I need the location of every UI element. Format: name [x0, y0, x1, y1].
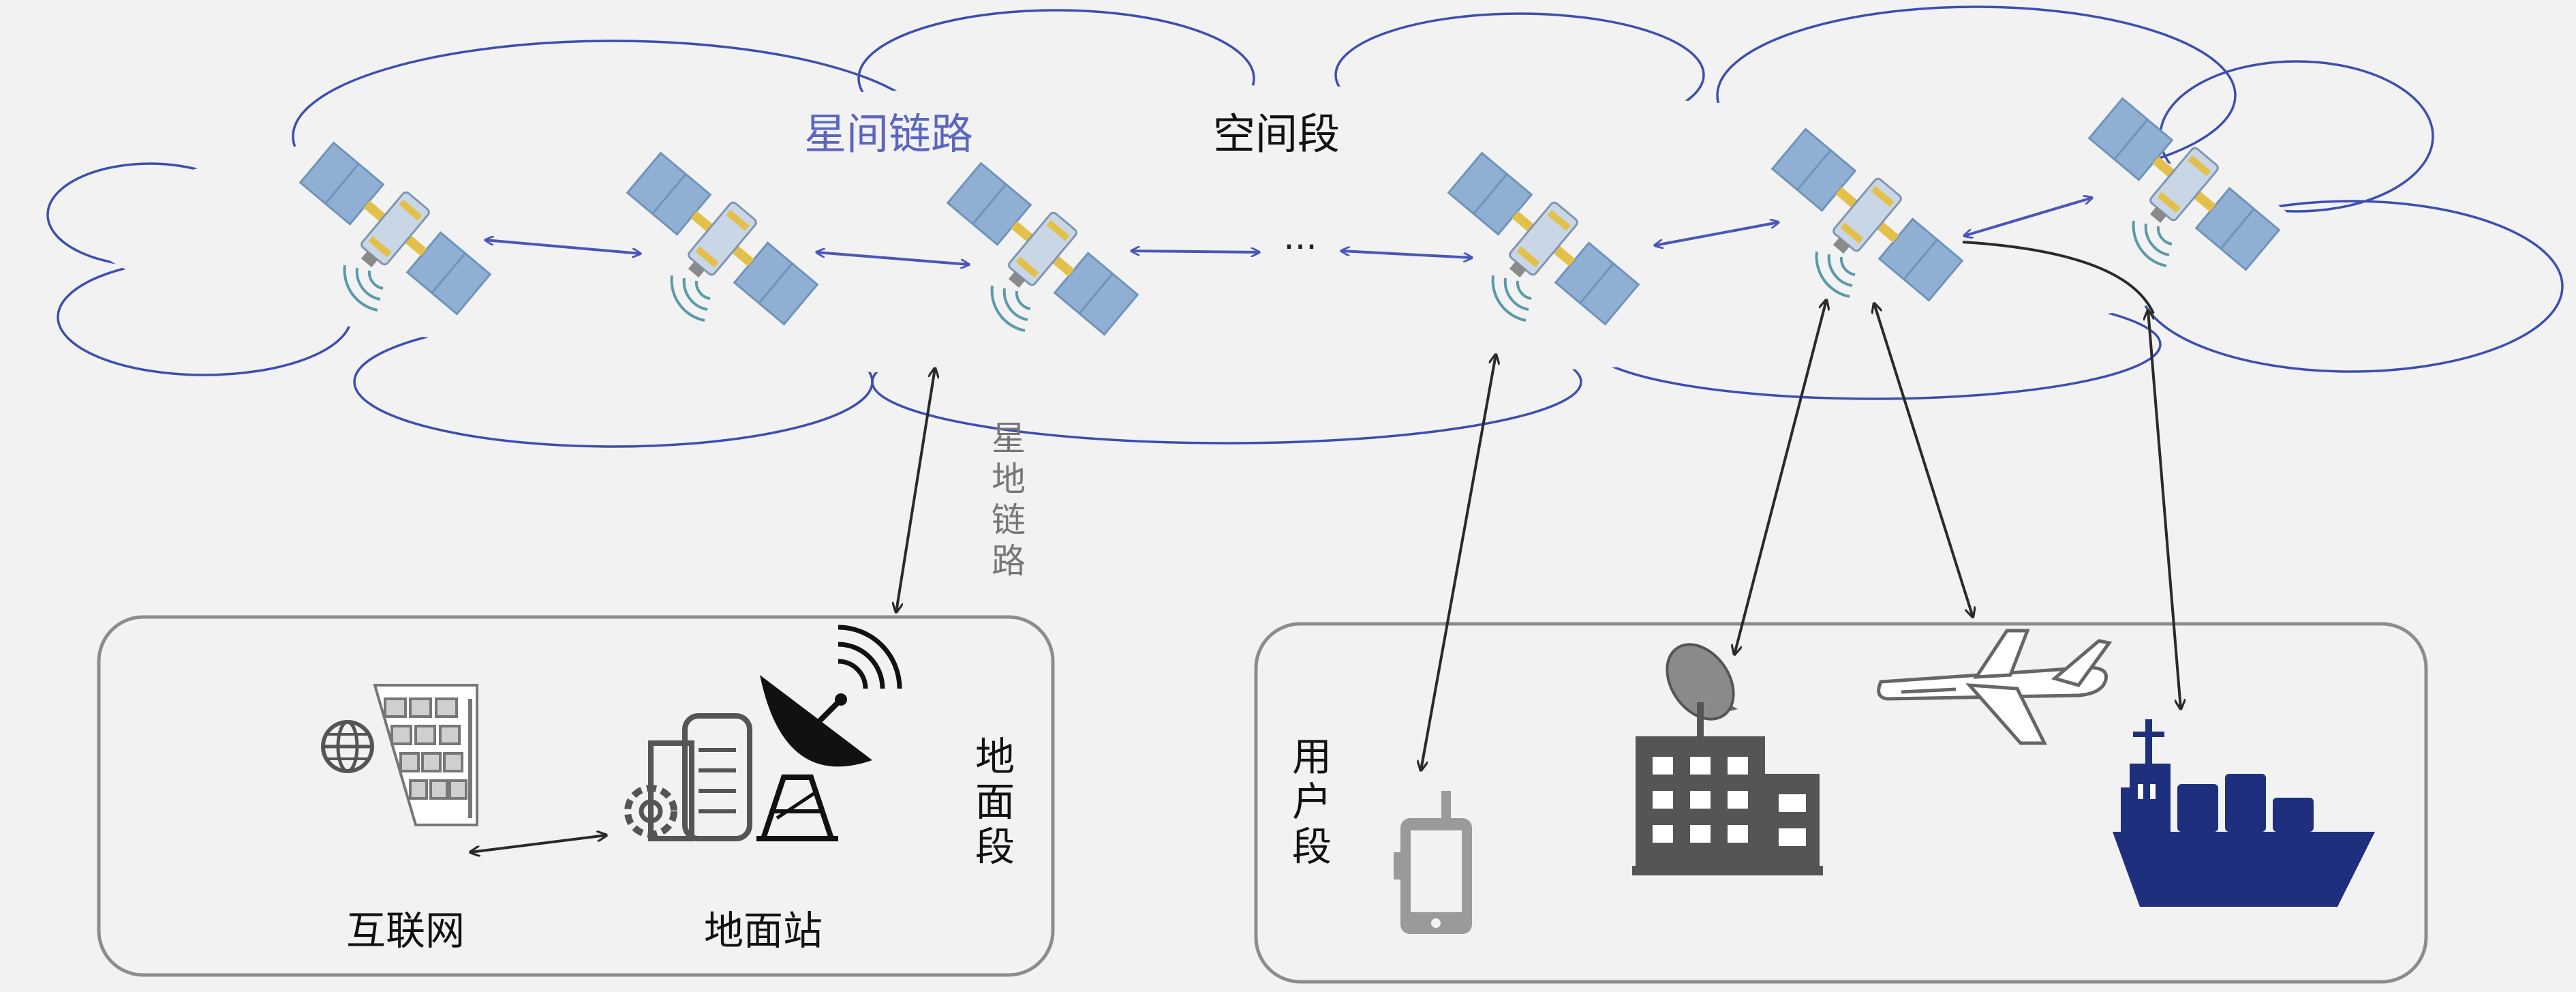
ground-segment-char: 地: [975, 734, 1015, 780]
ground-station-label: 地面站: [704, 907, 823, 954]
satellite-ground-link-label: 星 地 链 路: [992, 419, 1026, 581]
satellite-user-links: [1421, 241, 2181, 770]
ellipsis-label: ···: [1283, 227, 1317, 268]
sat-ground-char: 地: [992, 460, 1026, 499]
cargo-ship-icon: [2113, 719, 2375, 907]
building-dish-icon: [1632, 643, 1823, 875]
dish-antenna-icon: [624, 625, 902, 841]
user-segment-label: 用 户 段: [1292, 734, 1332, 870]
ground-segment-panel: [97, 615, 1055, 977]
user-segment-char: 用: [1292, 734, 1332, 780]
ground-segment-label: 地 面 段: [975, 734, 1015, 870]
airplane-icon: [1877, 629, 2113, 745]
ground-segment-char: 面: [975, 779, 1015, 825]
space-segment-label: 空间段: [1213, 109, 1340, 159]
ground-segment-char: 段: [975, 824, 1015, 870]
user-segment-panel: [1254, 622, 2428, 984]
internet-label: 互联网: [346, 907, 465, 954]
user-segment-char: 段: [1292, 824, 1332, 870]
internet-ground-link: [470, 835, 607, 852]
user-segment-char: 户: [1292, 779, 1332, 825]
space-segment-cloud-fill: [89, 85, 2297, 378]
globe-server-icon: [321, 684, 478, 826]
inter-satellite-links: [485, 198, 2092, 265]
sat-ground-char: 链: [992, 500, 1026, 540]
mobile-phone-icon: [1394, 791, 1472, 934]
satellite-ground-link: [896, 368, 935, 612]
sat-ground-char: 路: [992, 541, 1026, 581]
sat-ground-char: 星: [992, 419, 1026, 458]
inter-satellite-link-label: 星间链路: [804, 109, 973, 159]
